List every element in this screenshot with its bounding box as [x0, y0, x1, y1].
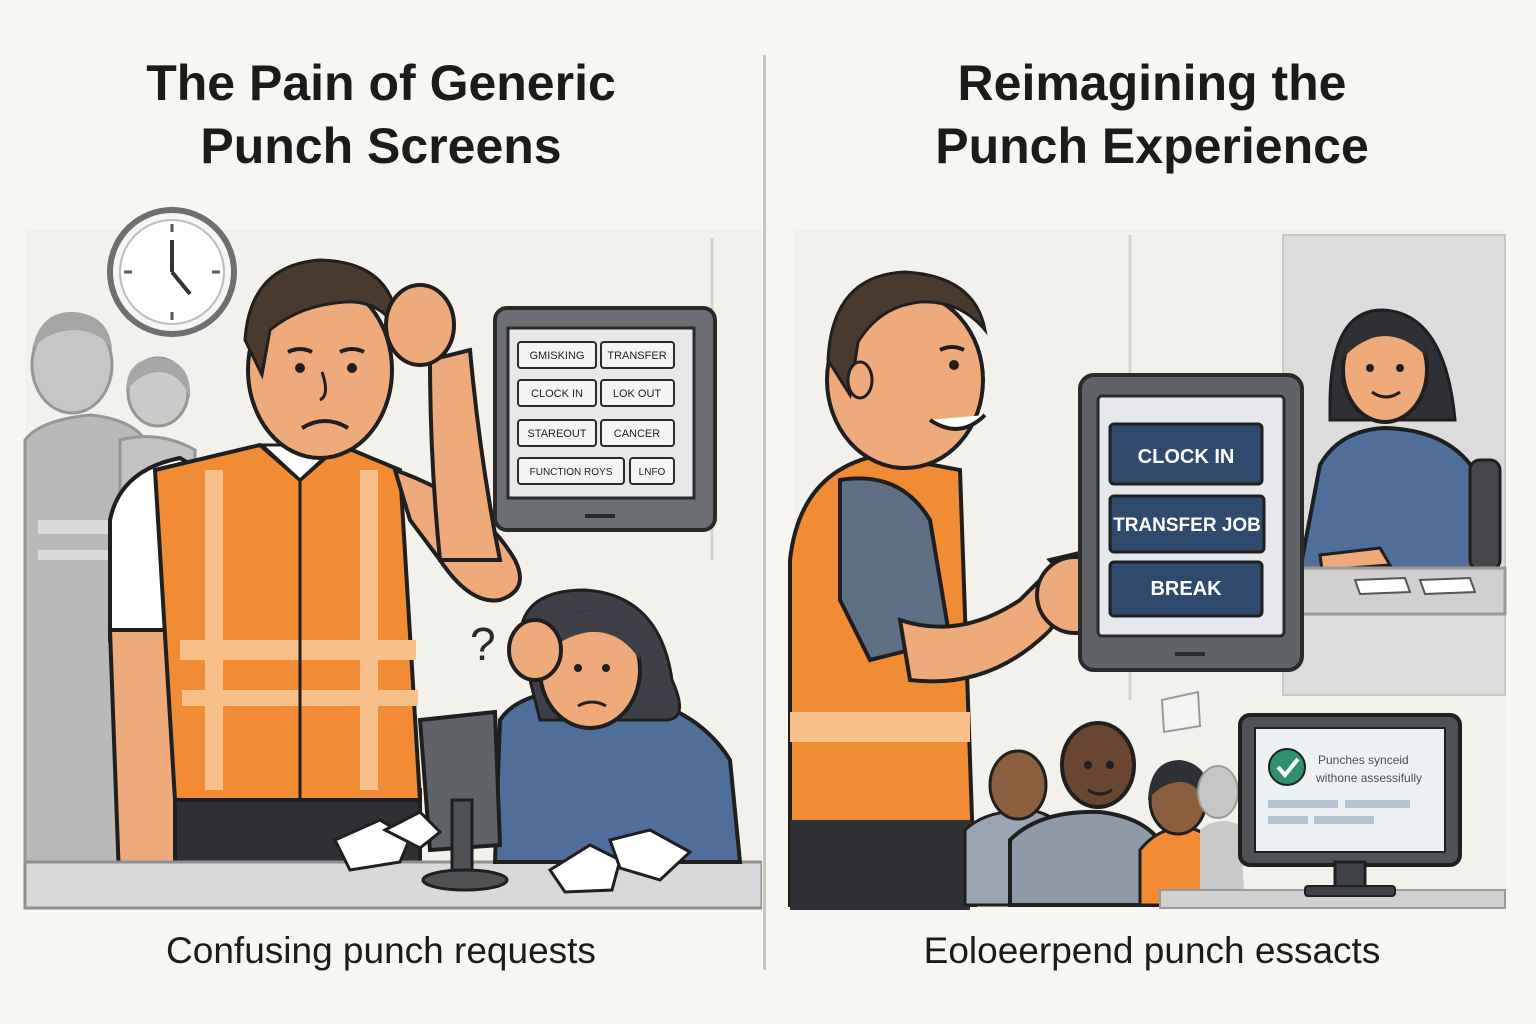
sync-monitor: Punches synceid withone assessifully [1238, 713, 1462, 897]
right-illustration: CLOCK IN TRANSFER JOB BREAK [788, 230, 1507, 910]
kiosk-button-1-label: GMISKING [529, 350, 584, 362]
kiosk-button-8-label: LNFO [639, 467, 666, 478]
panel-divider [763, 55, 766, 970]
left-title: The Pain of Generic Punch Screens [0, 52, 762, 178]
left-title-line1: The Pain of Generic [146, 55, 616, 111]
desk-monitor [417, 709, 509, 892]
papers-icon [1353, 576, 1477, 596]
break-button[interactable]: BREAK [1108, 560, 1264, 618]
kiosk-button-7-label: FUNCTION ROYS [530, 467, 613, 478]
transfer-job-label: TRANSFER JOB [1113, 515, 1261, 536]
clock-in-label: CLOCK IN [1138, 446, 1235, 468]
left-panel: The Pain of Generic Punch Screens [0, 0, 762, 1024]
worker-queue [963, 721, 1245, 907]
left-illustration: GMISKING TRANSFER CLOCK IN LOK OUT STARE… [23, 207, 762, 910]
kiosk-button-5[interactable]: STAREOUT [517, 419, 597, 447]
kiosk-button-4[interactable]: LOK OUT [600, 379, 675, 407]
kiosk-button-4-label: LOK OUT [613, 388, 662, 400]
check-icon [1268, 748, 1306, 786]
kiosk-button-2[interactable]: TRANSFER [600, 341, 675, 369]
kiosk-button-2-label: TRANSFER [607, 350, 666, 362]
right-title-line2: Punch Experience [935, 118, 1369, 174]
note-icon [1160, 690, 1202, 734]
question-mark-icon: ? [470, 618, 496, 670]
kiosk-button-5-label: STAREOUT [527, 428, 586, 440]
kiosk-button-6[interactable]: CANCER [600, 419, 675, 447]
happy-clerk [1297, 308, 1502, 572]
left-title-line2: Punch Screens [200, 118, 562, 174]
right-caption: Eoloeerpend punch essacts [923, 930, 1381, 971]
left-caption: Confusing punch requests [166, 930, 596, 971]
sync-status-line2: withone assessifully [1315, 771, 1422, 785]
kiosk-button-1[interactable]: GMISKING [517, 341, 597, 369]
kiosk-button-6-label: CANCER [614, 428, 661, 440]
right-title: Reimagining the Punch Experience [768, 52, 1536, 178]
right-panel: Reimagining the Punch Experience [768, 0, 1536, 1024]
kiosk-button-8[interactable]: LNFO [629, 457, 675, 485]
sync-status-line1: Punches synceid [1318, 753, 1409, 767]
right-title-line1: Reimagining the [957, 55, 1347, 111]
clock-in-button[interactable]: CLOCK IN [1108, 422, 1264, 486]
kiosk-action-buttons: CLOCK IN TRANSFER JOB BREAK [1108, 422, 1266, 618]
kiosk-button-3-label: CLOCK IN [531, 388, 583, 400]
transfer-job-button[interactable]: TRANSFER JOB [1108, 494, 1266, 554]
wall-clock-icon [107, 207, 237, 337]
break-label: BREAK [1150, 578, 1222, 600]
stressed-office-worker [492, 588, 743, 864]
happy-worker [788, 270, 1143, 910]
kiosk-button-3[interactable]: CLOCK IN [517, 379, 597, 407]
crumpled-papers-icon [332, 810, 693, 894]
generic-kiosk-buttons: GMISKING TRANSFER CLOCK IN LOK OUT STARE… [517, 341, 675, 485]
kiosk-button-7[interactable]: FUNCTION ROYS [517, 457, 625, 485]
